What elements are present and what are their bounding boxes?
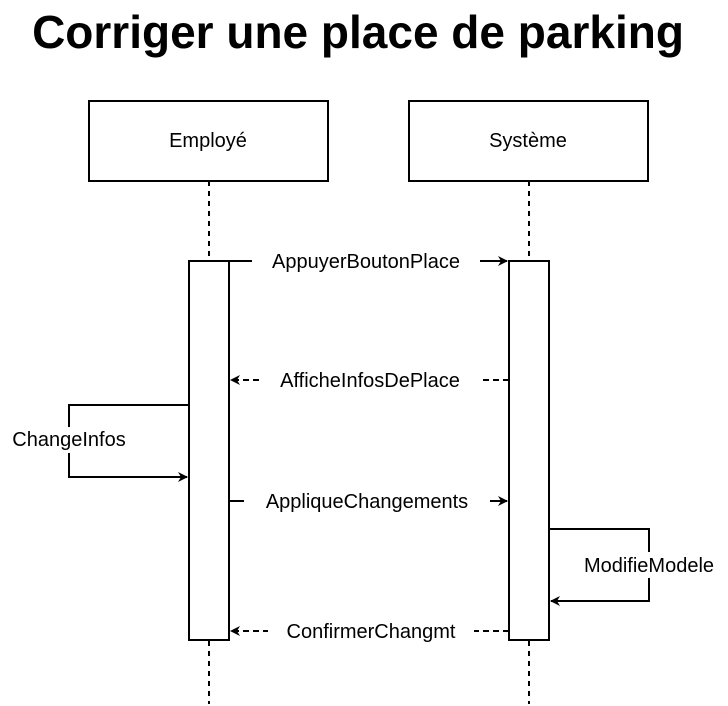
- message-affiche-infos-de-place: AfficheInfosDePlace: [230, 366, 509, 392]
- message-change-infos: ChangeInfos: [0, 404, 189, 482]
- actor-box-systeme: [408, 100, 649, 182]
- actor-label-employe: Employé: [169, 130, 247, 152]
- actor-box-employe: [88, 100, 329, 182]
- message-modifie-modele: ModifieModele: [549, 528, 728, 606]
- message-label: ChangeInfos: [12, 429, 125, 451]
- message-label: AppliqueChangements: [266, 491, 468, 513]
- actor-employe: Employé: [88, 100, 329, 182]
- message-label: AfficheInfosDePlace: [280, 370, 460, 392]
- message-applique-changements: AppliqueChangements: [229, 487, 508, 513]
- actor-label-systeme: Système: [489, 130, 567, 152]
- message-label: ModifieModele: [584, 555, 714, 577]
- activation-bar-systeme: [508, 260, 550, 641]
- actor-systeme: Système: [408, 100, 649, 182]
- message-confirmer-changmt: ConfirmerChangmt: [230, 617, 509, 643]
- message-appuyer-bouton-place: AppuyerBoutonPlace: [229, 247, 508, 273]
- diagram-title: Corriger une place de parking: [32, 6, 684, 58]
- message-label: ConfirmerChangmt: [287, 621, 456, 643]
- message-label: AppuyerBoutonPlace: [272, 251, 460, 273]
- activation-bar-employe: [188, 260, 230, 641]
